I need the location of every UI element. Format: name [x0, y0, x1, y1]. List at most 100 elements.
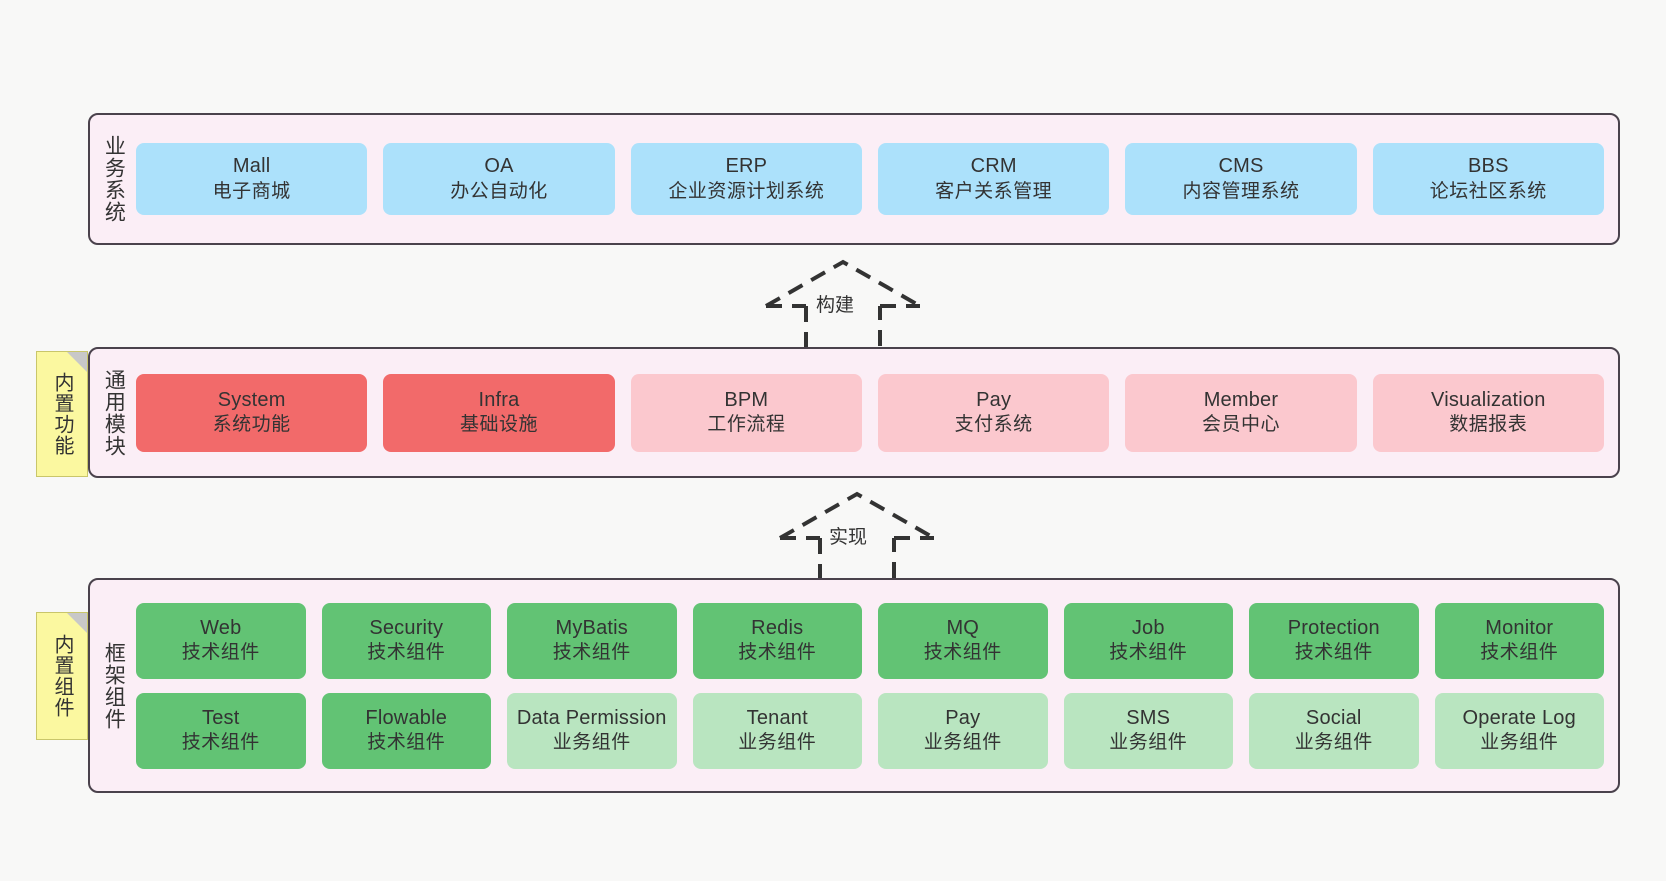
card-subtitle: 技术组件 [1480, 642, 1559, 664]
card-title: System [217, 388, 286, 411]
card-subtitle: 工作流程 [707, 414, 786, 436]
framework-card-job[interactable]: Job 技术组件 [1063, 602, 1233, 679]
card-subtitle: 办公自动化 [450, 180, 548, 202]
card-subtitle: 客户关系管理 [935, 180, 1053, 202]
card-subtitle: 技术组件 [923, 642, 1002, 664]
card-title: OA [484, 155, 514, 178]
sticky-note-builtin-features: 内置功能 [36, 351, 88, 477]
card-title: CMS [1218, 155, 1264, 178]
card-subtitle: 技术组件 [367, 642, 446, 664]
layer-business-system-title: 业务系统 [102, 135, 126, 223]
module-card-infra[interactable]: Infra 基础设施 [383, 373, 615, 452]
card-title: Web [200, 616, 242, 639]
framework-card-tenant[interactable]: Tenant 业务组件 [692, 692, 862, 769]
card-title: ERP [725, 155, 768, 178]
card-subtitle: 业务组件 [552, 732, 631, 754]
card-subtitle: 业务组件 [1480, 732, 1559, 754]
framework-card-mybatis[interactable]: MyBatis 技术组件 [507, 602, 677, 679]
card-title: Security [369, 616, 444, 639]
card-subtitle: 技术组件 [181, 732, 260, 754]
card-title: MQ [946, 616, 980, 639]
framework-card-sms[interactable]: SMS 业务组件 [1063, 692, 1233, 769]
framework-card-flowable[interactable]: Flowable 技术组件 [321, 692, 491, 769]
card-title: Tenant [746, 706, 808, 729]
framework-card-row-1: Web 技术组件 Security 技术组件 MyBatis 技术组件 Redi… [136, 602, 1604, 679]
framework-card-data-permission[interactable]: Data Permission 业务组件 [507, 692, 677, 769]
card-subtitle: 论坛社区系统 [1429, 180, 1547, 202]
card-subtitle: 技术组件 [181, 642, 260, 664]
layer-framework-components-body: Web 技术组件 Security 技术组件 MyBatis 技术组件 Redi… [136, 580, 1618, 791]
connector-label-realize: 实现 [829, 527, 868, 548]
card-subtitle: 业务组件 [1109, 732, 1188, 754]
business-card-erp[interactable]: ERP 企业资源计划系统 [630, 143, 862, 215]
card-title: Visualization [1431, 388, 1546, 411]
card-subtitle: 技术组件 [1109, 642, 1188, 664]
business-card-mall[interactable]: Mall 电子商城 [136, 143, 368, 215]
framework-card-protection[interactable]: Protection 技术组件 [1249, 602, 1419, 679]
business-card-crm[interactable]: CRM 客户关系管理 [877, 143, 1110, 215]
module-card-pay[interactable]: Pay 支付系统 [877, 373, 1110, 452]
card-subtitle: 支付系统 [954, 414, 1033, 436]
layer-framework-components: 框架组件 Web 技术组件 Security 技术组件 MyBatis 技术组件… [88, 578, 1620, 793]
card-title: BBS [1467, 155, 1509, 178]
card-title: SMS [1126, 706, 1171, 729]
business-card-row: Mall 电子商城 OA 办公自动化 ERP 企业资源计划系统 CRM 客户关系… [136, 143, 1604, 215]
framework-card-test[interactable]: Test 技术组件 [136, 692, 306, 769]
card-subtitle: 技术组件 [552, 642, 631, 664]
card-title: Pay [976, 388, 1012, 411]
card-title: Flowable [365, 706, 448, 729]
module-card-visualization[interactable]: Visualization 数据报表 [1372, 373, 1604, 452]
layer-common-modules: 通用模块 System 系统功能 Infra 基础设施 BPM 工作流程 Pay… [88, 347, 1620, 478]
card-title: BPM [724, 388, 769, 411]
card-title: Social [1305, 706, 1362, 729]
card-subtitle: 内容管理系统 [1182, 180, 1300, 202]
business-card-oa[interactable]: OA 办公自动化 [383, 143, 615, 215]
business-card-cms[interactable]: CMS 内容管理系统 [1125, 143, 1357, 215]
card-title: Redis [751, 616, 804, 639]
framework-card-social[interactable]: Social 业务组件 [1249, 692, 1419, 769]
layer-business-system-body: Mall 电子商城 OA 办公自动化 ERP 企业资源计划系统 CRM 客户关系… [136, 115, 1618, 243]
module-card-member[interactable]: Member 会员中心 [1125, 373, 1357, 452]
card-title: MyBatis [555, 616, 629, 639]
card-subtitle: 企业资源计划系统 [668, 180, 825, 202]
card-subtitle: 业务组件 [923, 732, 1002, 754]
card-subtitle: 系统功能 [212, 414, 291, 436]
card-subtitle: 技术组件 [367, 732, 446, 754]
card-subtitle: 技术组件 [1294, 642, 1373, 664]
module-card-bpm[interactable]: BPM 工作流程 [630, 373, 862, 452]
framework-card-monitor[interactable]: Monitor 技术组件 [1434, 602, 1604, 679]
framework-card-row-2: Test 技术组件 Flowable 技术组件 Data Permission … [136, 692, 1604, 769]
layer-common-modules-body: System 系统功能 Infra 基础设施 BPM 工作流程 Pay 支付系统… [136, 349, 1618, 476]
framework-card-redis[interactable]: Redis 技术组件 [692, 602, 862, 679]
framework-card-operate-log[interactable]: Operate Log 业务组件 [1434, 692, 1604, 769]
layer-common-modules-title: 通用模块 [102, 368, 126, 457]
framework-card-web[interactable]: Web 技术组件 [136, 602, 306, 679]
card-subtitle: 业务组件 [1294, 732, 1373, 754]
card-title: Infra [478, 388, 520, 411]
card-subtitle: 业务组件 [738, 732, 817, 754]
card-subtitle: 数据报表 [1449, 414, 1528, 436]
card-title: Monitor [1485, 616, 1554, 639]
business-card-bbs[interactable]: BBS 论坛社区系统 [1372, 143, 1604, 215]
card-title: Member [1203, 388, 1279, 411]
framework-card-mq[interactable]: MQ 技术组件 [878, 602, 1048, 679]
framework-card-security[interactable]: Security 技术组件 [321, 602, 491, 679]
card-title: Mall [232, 155, 271, 178]
layer-framework-components-title: 框架组件 [102, 641, 126, 730]
card-subtitle: 电子商城 [212, 180, 291, 202]
sticky-note-builtin-components: 内置组件 [36, 612, 88, 740]
card-title: Operate Log [1462, 706, 1576, 729]
card-title: Data Permission [516, 706, 667, 729]
card-title: Test [202, 706, 240, 729]
card-title: CRM [970, 155, 1017, 178]
module-card-row: System 系统功能 Infra 基础设施 BPM 工作流程 Pay 支付系统… [136, 373, 1604, 452]
framework-card-pay[interactable]: Pay 业务组件 [878, 692, 1048, 769]
card-title: Job [1131, 616, 1165, 639]
card-subtitle: 基础设施 [459, 414, 538, 436]
card-subtitle: 技术组件 [738, 642, 817, 664]
layer-business-system: 业务系统 Mall 电子商城 OA 办公自动化 ERP 企业资源计划系统 CRM… [88, 113, 1620, 245]
card-subtitle: 会员中心 [1201, 414, 1280, 436]
module-card-system[interactable]: System 系统功能 [136, 373, 368, 452]
card-title: Protection [1287, 616, 1380, 639]
connector-label-build: 构建 [816, 295, 855, 316]
